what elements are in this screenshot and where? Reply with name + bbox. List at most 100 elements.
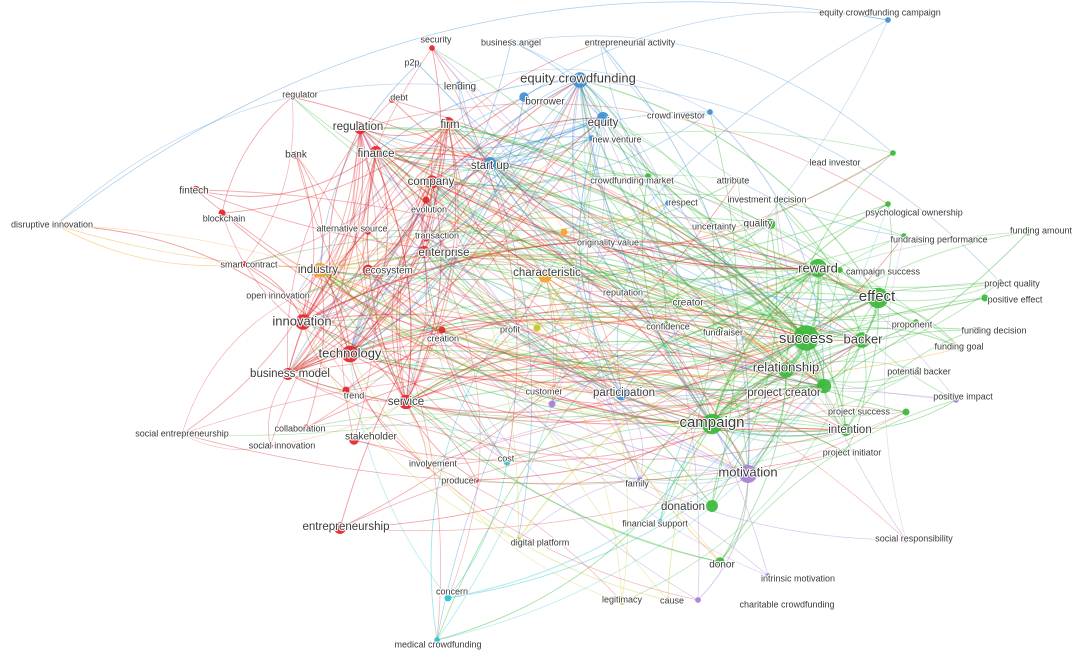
node-concern[interactable] <box>444 594 452 602</box>
node-fundraiser[interactable] <box>716 326 724 334</box>
node-motivation[interactable] <box>738 464 758 484</box>
node-regulation[interactable] <box>354 122 366 134</box>
node-backer[interactable] <box>854 332 870 348</box>
node-uncertainty[interactable] <box>709 223 715 229</box>
node-business-angel[interactable] <box>508 39 514 45</box>
node-characteristic[interactable] <box>538 269 552 283</box>
node-profit[interactable] <box>533 324 541 332</box>
node-donor[interactable] <box>715 557 725 567</box>
node-transaction[interactable] <box>422 234 430 242</box>
link-n53-n8 <box>291 96 917 323</box>
node-project-quality[interactable] <box>997 279 1003 285</box>
node-respect[interactable] <box>665 200 671 206</box>
node-security[interactable] <box>429 45 435 51</box>
node-cause[interactable] <box>665 597 671 603</box>
node-social-entrepreneurship[interactable] <box>179 431 185 437</box>
link-n4-n35 <box>599 42 905 237</box>
node-disruptive-innovation[interactable] <box>52 221 60 229</box>
node-finance[interactable] <box>370 146 382 158</box>
node-blockchain[interactable] <box>218 209 226 217</box>
node-equity-crowdfunding-campaign[interactable] <box>885 17 891 23</box>
node-regulator[interactable] <box>289 94 295 100</box>
link-n2-n78 <box>431 47 518 463</box>
node-proponent[interactable] <box>913 319 919 325</box>
node-industry[interactable] <box>312 262 328 278</box>
node-crowdfunding-market[interactable] <box>645 173 651 179</box>
node-bank[interactable] <box>291 150 301 160</box>
node-reward[interactable] <box>808 258 828 278</box>
node-equity-crowdfunding[interactable] <box>572 72 588 88</box>
node-p2p[interactable] <box>415 61 421 67</box>
node-producer[interactable] <box>473 477 479 483</box>
node-social-innovation[interactable] <box>267 443 273 449</box>
node-investment-decision[interactable] <box>773 197 779 203</box>
node-alternative-source[interactable] <box>365 229 371 235</box>
node-intrinsic-motivation[interactable] <box>765 573 771 579</box>
node-relationship[interactable] <box>778 362 794 378</box>
node-quality[interactable] <box>764 218 776 230</box>
node-crowd-investor[interactable] <box>707 109 713 115</box>
node-business-model[interactable] <box>282 368 294 380</box>
node-medical-crowdfunding[interactable] <box>434 637 440 643</box>
link-n39-n71 <box>319 269 713 425</box>
node-innovation[interactable] <box>295 314 311 330</box>
node-project-creator[interactable] <box>816 378 832 394</box>
node-ecosystem[interactable] <box>362 264 374 276</box>
link-n69-n21 <box>405 181 442 403</box>
node-digital-platform[interactable] <box>515 537 521 543</box>
node-equity[interactable] <box>597 112 609 124</box>
node-open-innovation[interactable] <box>293 293 299 299</box>
node-charitable-crowdfunding[interactable] <box>695 597 701 603</box>
node-legitimacy[interactable] <box>619 599 625 605</box>
node-funding-decision[interactable] <box>972 327 978 333</box>
node-reputation[interactable] <box>623 289 629 295</box>
node-financial-support[interactable] <box>657 519 663 525</box>
node-firm[interactable] <box>442 117 454 129</box>
node-intention[interactable] <box>840 424 852 436</box>
node-stakeholder[interactable] <box>349 435 359 445</box>
node-attribute[interactable] <box>735 177 741 183</box>
node-project-initiator[interactable] <box>842 449 848 455</box>
node-donation[interactable] <box>706 500 718 512</box>
node-confidence[interactable] <box>663 321 669 327</box>
node-smart-contract[interactable] <box>241 261 247 267</box>
node-creator[interactable] <box>673 298 683 308</box>
node-entrepreneurial-activity[interactable] <box>597 40 603 46</box>
node-start-up[interactable] <box>484 157 496 169</box>
node-customer[interactable] <box>548 400 556 408</box>
node-participation[interactable] <box>615 387 629 401</box>
node-campaign-success[interactable] <box>837 267 843 273</box>
node-involvement[interactable] <box>425 463 431 469</box>
node-project-success[interactable] <box>902 408 910 416</box>
node-creation[interactable] <box>438 326 446 334</box>
node-lending[interactable] <box>455 81 465 91</box>
link-n62-n15 <box>287 137 593 375</box>
node-evolution[interactable] <box>422 196 430 204</box>
node-entrepreneurship[interactable] <box>334 522 346 534</box>
node-success[interactable] <box>793 325 819 351</box>
node-fundraising-performance[interactable] <box>901 233 907 239</box>
node-trend[interactable] <box>342 386 350 394</box>
node-lead-investor[interactable] <box>890 150 896 156</box>
node-company[interactable] <box>425 175 439 189</box>
node-cost[interactable] <box>503 458 511 466</box>
node-positive-impact[interactable] <box>953 397 959 403</box>
node-fintech[interactable] <box>191 185 201 195</box>
node-family[interactable] <box>637 477 643 483</box>
node-enterprise[interactable] <box>418 246 430 258</box>
node-originality-value[interactable] <box>560 228 568 236</box>
node-funding-amount[interactable] <box>1024 228 1032 236</box>
node-borrower[interactable] <box>519 92 529 102</box>
node-collaboration[interactable] <box>302 424 310 432</box>
node-potential-backer[interactable] <box>915 367 921 373</box>
node-service[interactable] <box>398 394 414 410</box>
node-debt[interactable] <box>389 97 395 103</box>
node-campaign[interactable] <box>701 413 723 435</box>
node-funding-goal[interactable] <box>956 344 964 352</box>
node-psychological-ownership[interactable] <box>885 201 891 207</box>
node-new-venture[interactable] <box>589 135 595 141</box>
node-social-responsibility[interactable] <box>903 537 909 543</box>
node-positive-effect[interactable] <box>981 294 989 302</box>
node-effect[interactable] <box>867 287 889 309</box>
node-technology[interactable] <box>341 345 359 363</box>
